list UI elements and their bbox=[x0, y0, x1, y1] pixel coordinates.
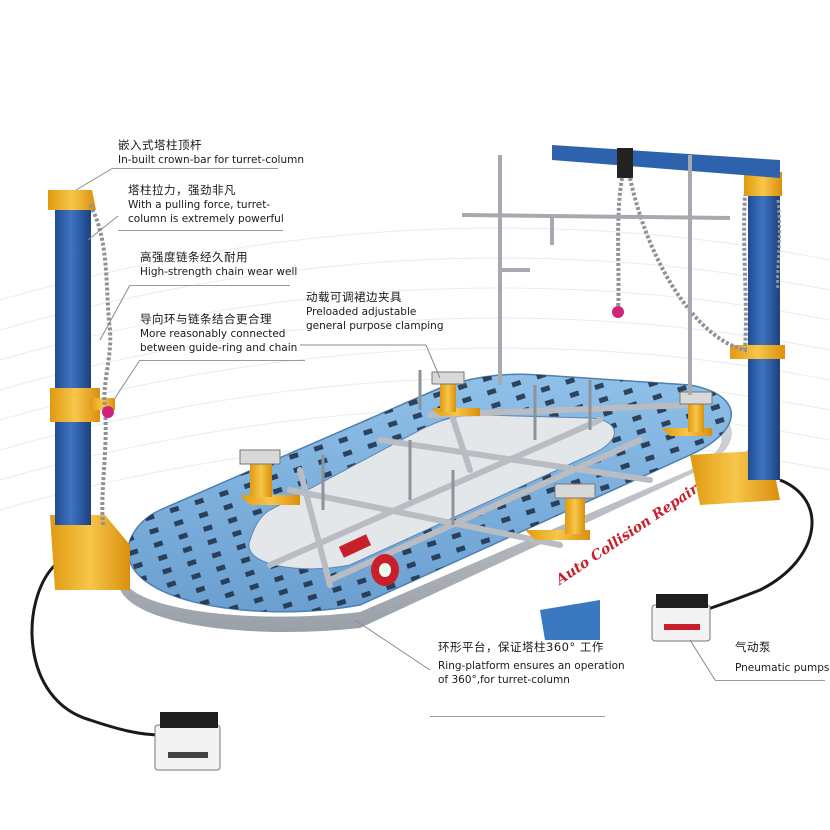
label-chain-en: High-strength chain wear well bbox=[140, 266, 298, 278]
label-guide-ring-en1: More reasonably connected bbox=[140, 328, 286, 340]
rule-chain bbox=[130, 285, 290, 286]
rule-guide-ring bbox=[140, 360, 305, 361]
clamp-back-right bbox=[662, 391, 713, 436]
label-ring-platform-en2: of 360°,for turret-column bbox=[438, 674, 570, 686]
clamp-front-right bbox=[525, 483, 596, 540]
rule-crown-bar bbox=[113, 168, 278, 169]
label-crown-bar-zh: 嵌入式塔柱顶杆 bbox=[118, 138, 202, 152]
label-clamping-en1: Preloaded adjustable bbox=[306, 306, 417, 318]
right-turret-column bbox=[690, 172, 785, 505]
left-pump-icon bbox=[154, 712, 221, 771]
rule-ring-platform bbox=[430, 716, 605, 717]
label-pump: 气动泵 Pneumatic pumps bbox=[735, 640, 829, 675]
left-hook-icon bbox=[102, 406, 114, 418]
label-ring-platform-en1: Ring-platform ensures an operation bbox=[438, 660, 625, 672]
platform-stand bbox=[540, 600, 600, 640]
clamp-left bbox=[239, 449, 300, 505]
left-chain bbox=[88, 204, 113, 526]
label-pulling-force-en1: With a pulling force, turret- bbox=[128, 199, 271, 211]
label-guide-ring-zh: 导向环与链条结合更合理 bbox=[140, 312, 272, 326]
label-ring-platform: 环形平台，保证塔柱360° 工作 Ring-platform ensures a… bbox=[438, 640, 625, 687]
right-hook-icon bbox=[612, 306, 624, 318]
label-crown-bar: 嵌入式塔柱顶杆 In-built crown-bar for turret-co… bbox=[118, 138, 304, 167]
label-crown-bar-en: In-built crown-bar for turret-column bbox=[118, 154, 305, 166]
rule-pump bbox=[715, 680, 825, 681]
left-turret-column bbox=[48, 190, 130, 590]
label-pulling-force-zh: 塔柱拉力，强劲非凡 bbox=[128, 183, 236, 197]
label-clamping-en2: general purpose clamping bbox=[306, 320, 444, 332]
label-pump-zh: 气动泵 bbox=[735, 640, 771, 654]
label-chain-zh: 高强度链条经久耐用 bbox=[140, 250, 248, 264]
cross-frame bbox=[267, 402, 693, 588]
label-clamping-zh: 动载可调裙边夹具 bbox=[306, 290, 402, 304]
platform-rim bbox=[118, 405, 732, 632]
back-gantry bbox=[461, 155, 731, 395]
label-guide-ring: 导向环与链条结合更合理 More reasonably connected be… bbox=[140, 312, 297, 355]
dolly-wheel bbox=[338, 534, 399, 586]
label-chain: 高强度链条经久耐用 High-strength chain wear well bbox=[140, 250, 297, 279]
rule-pulling-force bbox=[118, 230, 283, 231]
crown-bar bbox=[552, 145, 780, 178]
right-chain-drop bbox=[616, 177, 624, 311]
label-pulling-force: 塔柱拉力，强劲非凡 With a pulling force, turret- … bbox=[128, 183, 284, 226]
right-pump-icon bbox=[651, 594, 711, 642]
left-hose bbox=[30, 563, 163, 737]
leader-lines bbox=[75, 167, 716, 681]
label-ring-platform-zh: 环形平台，保证塔柱360° 工作 bbox=[438, 640, 604, 654]
clamp-back-left bbox=[431, 371, 480, 416]
right-chain-loop bbox=[628, 177, 748, 353]
right-hose bbox=[704, 478, 814, 612]
label-clamping: 动载可调裙边夹具 Preloaded adjustable general pu… bbox=[306, 290, 444, 333]
label-pulling-force-en2: column is extremely powerful bbox=[128, 213, 284, 225]
label-guide-ring-en2: between guide-ring and chain bbox=[140, 342, 298, 354]
label-pump-en: Pneumatic pumps bbox=[735, 662, 830, 674]
